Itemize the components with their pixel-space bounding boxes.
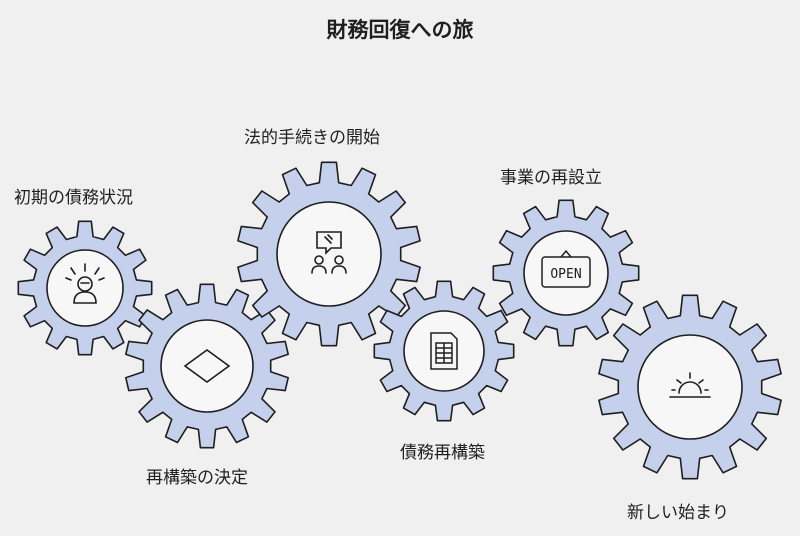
gear-3: [237, 161, 421, 347]
decision-diamond-icon: [183, 349, 231, 383]
step-label-legal-proceedings: 法的手続きの開始: [244, 128, 380, 148]
document-table-icon: [430, 332, 458, 370]
gear-6: [598, 294, 782, 480]
diagram-title: 財務回復への旅: [326, 18, 474, 42]
gear-5: OPEN: [492, 199, 640, 347]
gear-hub: [637, 334, 743, 440]
gear-hub: [276, 201, 382, 307]
open-sign-icon: OPEN: [541, 249, 591, 288]
gear-hub: [160, 319, 254, 413]
stressed-person-icon: [65, 263, 105, 304]
step-label-restructure-decision: 再構築の決定: [146, 468, 248, 488]
gear-2: [125, 283, 289, 449]
gear-hub: [46, 249, 124, 327]
step-label-debt-restructuring: 債務再構築: [400, 443, 485, 463]
open-sign-text: OPEN: [550, 267, 581, 282]
step-label-business-reestablish: 事業の再設立: [500, 168, 602, 188]
step-label-new-beginning: 新しい始まり: [627, 503, 729, 523]
step-label-initial-debt: 初期の債務状況: [14, 188, 133, 208]
gear-4: [373, 280, 515, 422]
gear-hub: [523, 230, 609, 316]
gear-1: [17, 220, 153, 356]
gavel-people-icon: [311, 231, 347, 274]
sunrise-icon: [669, 372, 711, 398]
